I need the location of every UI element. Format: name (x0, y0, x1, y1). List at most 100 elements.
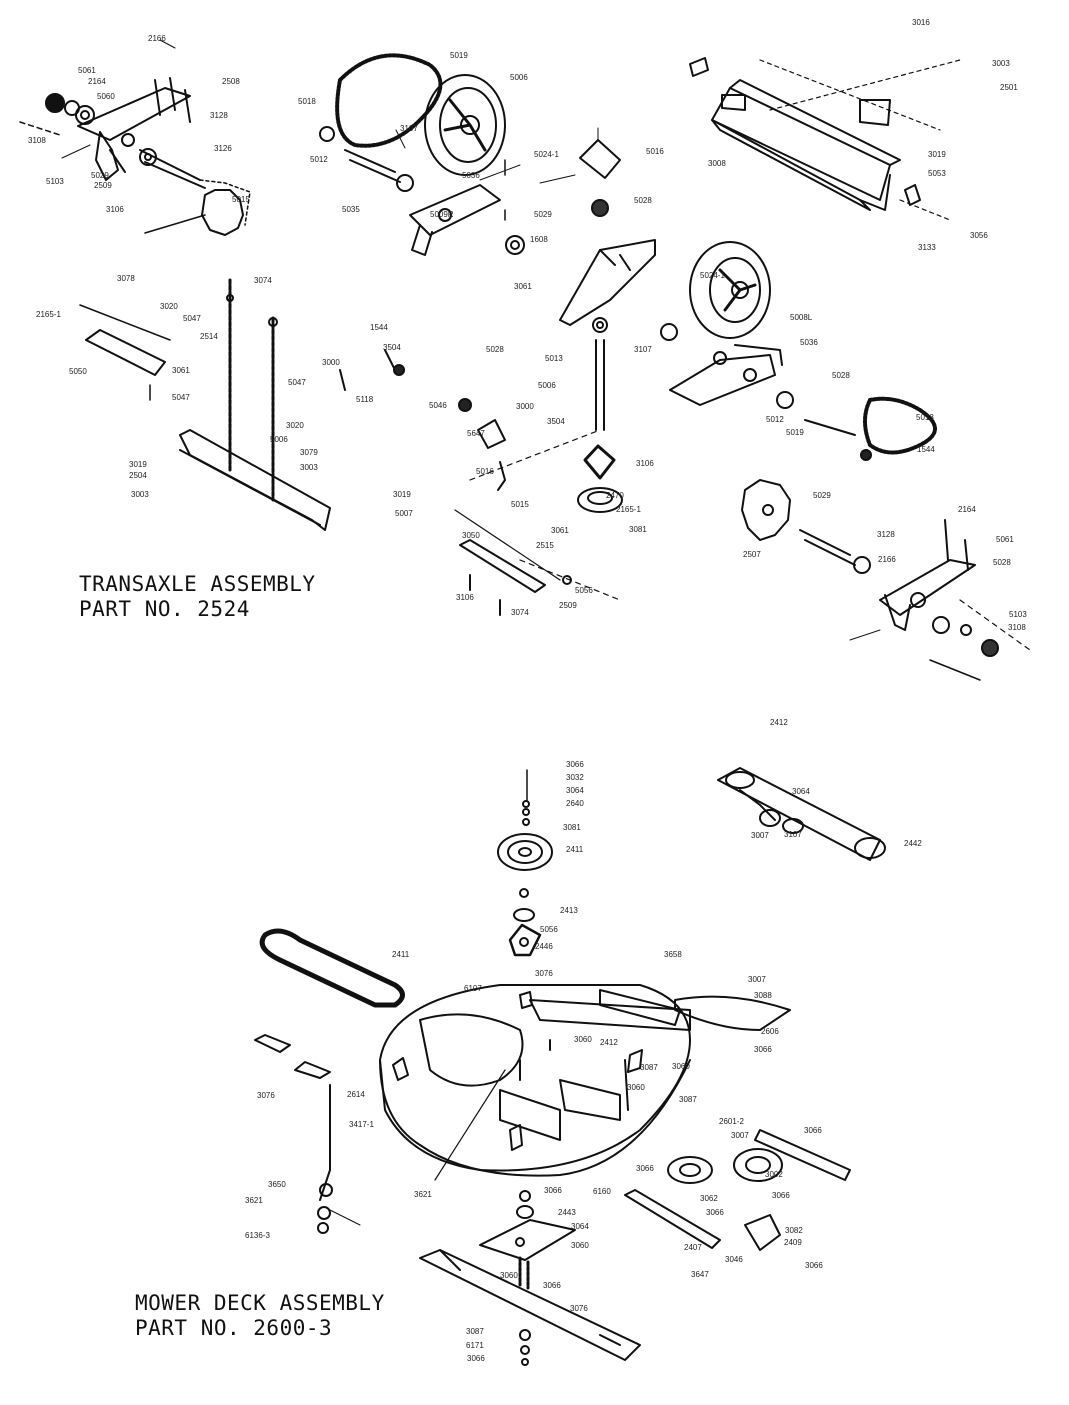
transaxle-part-label: 5061 (996, 535, 1014, 544)
deck-part-label: 3046 (725, 1255, 743, 1264)
deck-part-label: 3087 (640, 1063, 658, 1072)
deck-pulley-stack-group (497, 769, 553, 957)
transaxle-part-label: 3008 (708, 159, 726, 168)
transaxle-part-label: 5007 (395, 509, 413, 518)
deck-part-label: 3060 (574, 1035, 592, 1044)
deck-part-label: 3066 (706, 1208, 724, 1217)
transaxle-part-label: 5012 (310, 155, 328, 164)
deck-belt-group (259, 928, 405, 1008)
transaxle-part-label: 3081 (629, 525, 647, 534)
deck-part-label: 3066 (754, 1045, 772, 1054)
transaxle-part-label: 2164 (88, 77, 106, 86)
transaxle-part-label: 5019 (786, 428, 804, 437)
deck-part-label: 3060 (627, 1083, 645, 1092)
transaxle-part-label: 3061 (172, 366, 190, 375)
deck-part-label: 3060 (672, 1062, 690, 1071)
upper-chain-drum-group (319, 53, 521, 256)
deck-part-label: 3032 (566, 773, 584, 782)
transaxle-part-label: 5015 (232, 195, 250, 204)
deck-part-label: 3082 (785, 1226, 803, 1235)
transaxle-part-label: 3003 (992, 59, 1010, 68)
transaxle-part-label: 5035 (342, 205, 360, 214)
deck-shell-group (379, 984, 791, 1181)
deck-part-label: 3007 (731, 1131, 749, 1140)
transaxle-part-label: 3056 (970, 231, 988, 240)
deck-part-label: 2442 (904, 839, 922, 848)
transaxle-part-label: 1608 (530, 235, 548, 244)
transaxle-part-label: 3000 (516, 402, 534, 411)
transaxle-assembly-title: TRANSAXLE ASSEMBLY PART NO. 2524 (79, 572, 316, 622)
transaxle-part-label: 3128 (877, 530, 895, 539)
transaxle-part-label: 1544 (917, 445, 935, 454)
transaxle-part-label: 5024-1 (700, 271, 725, 280)
transaxle-part-label: 5060 (97, 92, 115, 101)
transaxle-part-number: PART NO. 2524 (79, 597, 250, 621)
mower-deck-assembly-title: MOWER DECK ASSEMBLY PART NO. 2600-3 (135, 1291, 385, 1341)
deck-part-label: 2413 (560, 906, 578, 915)
transaxle-part-label: 3133 (918, 243, 936, 252)
transaxle-part-label: 5019 (450, 51, 468, 60)
deck-part-label: 3060 (500, 1271, 518, 1280)
deck-part-label: 2411 (392, 950, 410, 959)
transaxle-part-labels: 2166506121645060310851033128250831265029… (28, 18, 1027, 632)
deck-part-label: 2601-2 (719, 1117, 744, 1126)
center-column-group (454, 239, 656, 616)
transaxle-part-label: 5647 (467, 429, 485, 438)
transaxle-part-label: 5009R (430, 210, 454, 219)
deck-part-label: 3062 (700, 1194, 718, 1203)
transaxle-part-label: 2504 (129, 471, 147, 480)
transaxle-part-label: 5047 (183, 314, 201, 323)
transaxle-part-label: 2470 (606, 491, 624, 500)
deck-part-label: 3002 (765, 1170, 783, 1179)
transaxle-part-label: 5016 (646, 147, 664, 156)
deck-part-label: 6107 (464, 984, 482, 993)
transaxle-part-label: 3020 (160, 302, 178, 311)
transaxle-part-label: 3019 (129, 460, 147, 469)
deck-part-label: 3621 (414, 1190, 432, 1199)
lever-linkage-group (254, 1034, 361, 1234)
transaxle-part-label: 3003 (300, 463, 318, 472)
transaxle-part-label: 3019 (928, 150, 946, 159)
transaxle-part-label: 5103 (1009, 610, 1027, 619)
deck-part-label: 3060 (571, 1241, 589, 1250)
lower-right-bracket-group (741, 479, 1031, 681)
deck-part-label: 3087 (466, 1327, 484, 1336)
transaxle-part-label: 3078 (117, 274, 135, 283)
deck-part-label: 3064 (792, 787, 810, 796)
deck-part-label: 3066 (636, 1164, 654, 1173)
transaxle-part-label: 3074 (511, 608, 529, 617)
transaxle-part-label: 3003 (131, 490, 149, 499)
right-drum-bracket-group (660, 241, 937, 461)
deck-part-label: 2411 (566, 845, 584, 854)
transaxle-part-label: 3106 (106, 205, 124, 214)
deck-part-label: 3064 (566, 786, 584, 795)
deck-part-label: 5056 (540, 925, 558, 934)
deck-part-label: 3076 (535, 969, 553, 978)
transaxle-part-label: 2166 (878, 555, 896, 564)
idler-arm-group (717, 767, 886, 861)
transaxle-part-label: 3504 (383, 343, 401, 352)
transaxle-part-label: 3128 (210, 111, 228, 120)
deck-part-label: 2412 (600, 1038, 618, 1047)
transaxle-part-label: 5047 (288, 378, 306, 387)
transaxle-part-label: 5103 (46, 177, 64, 186)
transaxle-part-label: 2164 (958, 505, 976, 514)
transaxle-part-label: 5012 (766, 415, 784, 424)
transaxle-part-label: 5036 (800, 338, 818, 347)
transaxle-part-label: 1544 (370, 323, 388, 332)
transaxle-part-label: 5047 (172, 393, 190, 402)
transaxle-part-label: 3108 (28, 136, 46, 145)
transaxle-part-label: 5016 (476, 467, 494, 476)
transaxle-part-label: 5029 (813, 491, 831, 500)
deck-part-label: 2443 (558, 1208, 576, 1217)
transaxle-part-label: 2166 (148, 34, 166, 43)
transaxle-part-label: 2507 (743, 550, 761, 559)
transaxle-part-label: 5018 (298, 97, 316, 106)
transaxle-part-label: 3061 (551, 526, 569, 535)
transaxle-part-label: 5036 (462, 171, 480, 180)
transaxle-part-label: 2509 (94, 181, 112, 190)
deck-part-label: 2606 (761, 1027, 779, 1036)
transaxle-part-label: 3050 (462, 531, 480, 540)
transaxle-part-label: 5046 (429, 401, 447, 410)
